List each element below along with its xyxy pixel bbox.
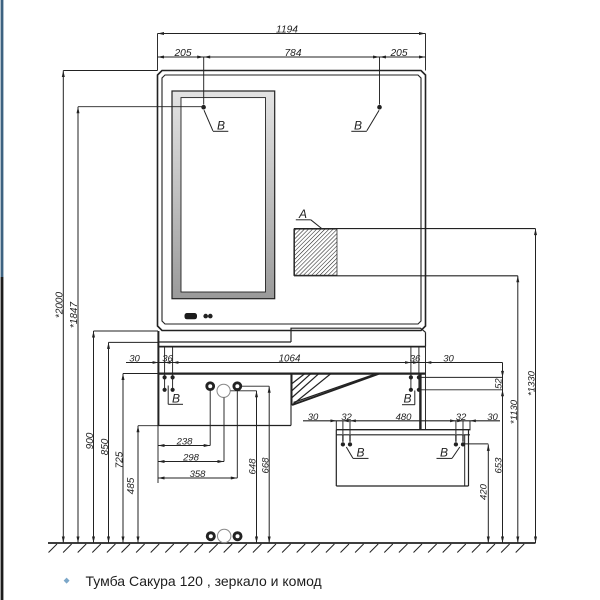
svg-text:480: 480 [396,412,413,423]
svg-text:30: 30 [487,412,498,423]
svg-text:36: 36 [162,354,173,365]
svg-text:420: 420 [479,483,490,500]
svg-text:1064: 1064 [279,354,301,365]
svg-text:B: B [356,446,364,460]
svg-text:358: 358 [190,469,207,480]
svg-text:30: 30 [129,354,140,365]
svg-text:B: B [440,446,448,460]
svg-text:32: 32 [341,412,352,423]
svg-text:A: A [298,207,307,221]
svg-text:*1847: *1847 [69,301,80,328]
svg-text:298: 298 [182,453,200,464]
svg-text:B: B [172,391,180,405]
svg-text:668: 668 [260,457,271,474]
svg-text:784: 784 [285,48,302,59]
svg-text:Тумба Сакура 120 , зеркало и к: Тумба Сакура 120 , зеркало и комод [86,573,322,589]
svg-text:36: 36 [410,354,421,365]
svg-text:*2000: *2000 [55,291,66,318]
svg-text:900: 900 [85,432,96,449]
svg-text:850: 850 [100,438,111,455]
svg-text:238: 238 [176,437,194,448]
svg-text:30: 30 [443,354,454,365]
svg-text:B: B [354,118,362,132]
svg-text:*1330: *1330 [527,370,538,396]
svg-text:205: 205 [174,48,192,59]
svg-text:52: 52 [493,378,504,389]
svg-text:205: 205 [390,48,408,59]
svg-text:1194: 1194 [276,25,298,36]
svg-text:32: 32 [456,412,467,423]
svg-text:30: 30 [308,412,319,423]
svg-text:725: 725 [114,451,125,468]
svg-text:485: 485 [126,477,137,494]
svg-text:B: B [217,118,225,132]
svg-text:648: 648 [248,458,259,475]
svg-text:*1130: *1130 [509,399,520,424]
svg-text:653: 653 [493,457,504,474]
svg-text:B: B [403,392,411,406]
